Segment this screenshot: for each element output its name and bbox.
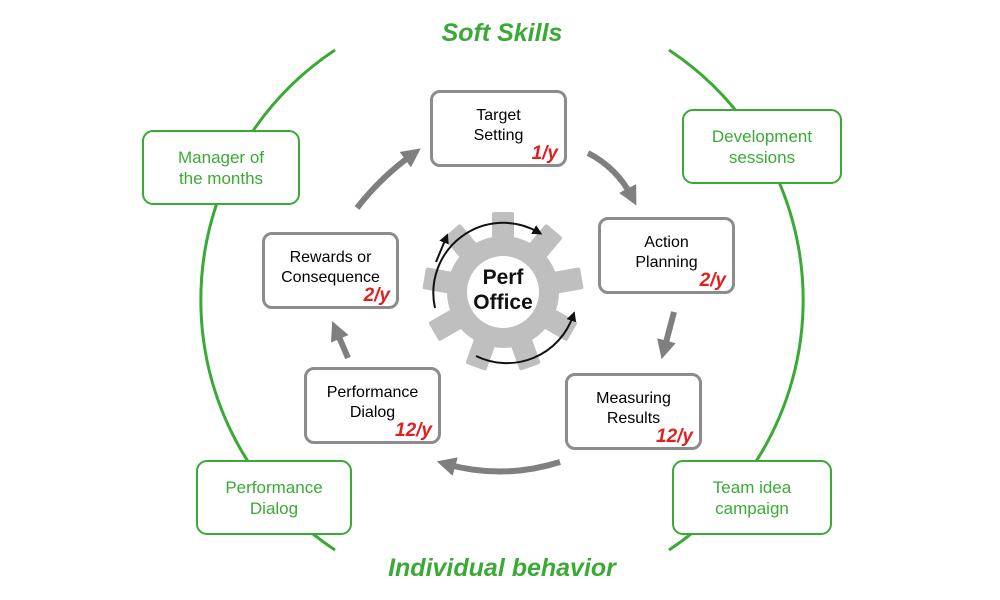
step-line: Consequence [281,268,380,286]
rotation-arrow-left-tip [435,233,449,263]
arrow-target-to-action [586,150,637,206]
gear-center-label: Perf Office [473,265,533,315]
box-line: the months [178,168,264,188]
rotation-arrow-top [432,221,543,309]
step-line: Dialog [349,403,396,421]
step-target-setting: Target Setting 1/y [430,90,567,167]
arrow-dialog-to-rewards [330,321,351,360]
step-rewards-or-consequence: Rewards or Consequence 2/y [262,232,399,309]
box-team-idea-campaign: Team idea campaign [672,460,832,535]
rotation-arrow-bottom [475,311,577,365]
frequency-label: 12/y [656,426,693,447]
frequency-label: 2/y [699,270,726,291]
step-line: Setting [473,126,524,144]
frequency-label: 12/y [395,420,432,441]
step-line: Rewards or [289,248,372,266]
arrow-rewards-to-target [354,148,421,210]
box-line: Development [711,126,813,146]
box-development-sessions: Development sessions [682,109,842,184]
gear-icon [422,212,584,371]
box-line: Dialog [249,498,299,518]
arrow-measuring-to-dialog [436,457,561,476]
gear-label-line: Office [473,291,533,314]
step-line: Planning [635,253,698,271]
frequency-label: 1/y [531,143,558,164]
box-line: Performance [225,477,323,497]
box-performance-dialog-outer: Performance Dialog [196,460,352,535]
step-measuring-results: Measuring Results 12/y [565,373,702,450]
step-action-planning: Action Planning 2/y [598,217,735,294]
box-manager-of-the-months: Manager of the months [142,130,300,205]
title-individual-behavior: Individual behavior [388,554,616,582]
box-line: Manager of [178,147,264,167]
step-line: Target [476,106,521,124]
title-soft-skills: Soft Skills [441,19,563,47]
box-line: Team idea [712,477,792,497]
step-line: Measuring [596,389,671,407]
gear-label-line: Perf [482,266,524,289]
box-line: campaign [715,498,789,518]
step-performance-dialog: Performance Dialog 12/y [304,367,441,444]
step-line: Results [606,409,661,427]
step-line: Performance [326,383,419,401]
box-line: sessions [728,147,796,167]
arrow-action-to-measuring [657,311,677,360]
step-line: Action [644,233,689,251]
frequency-label: 2/y [363,285,390,306]
